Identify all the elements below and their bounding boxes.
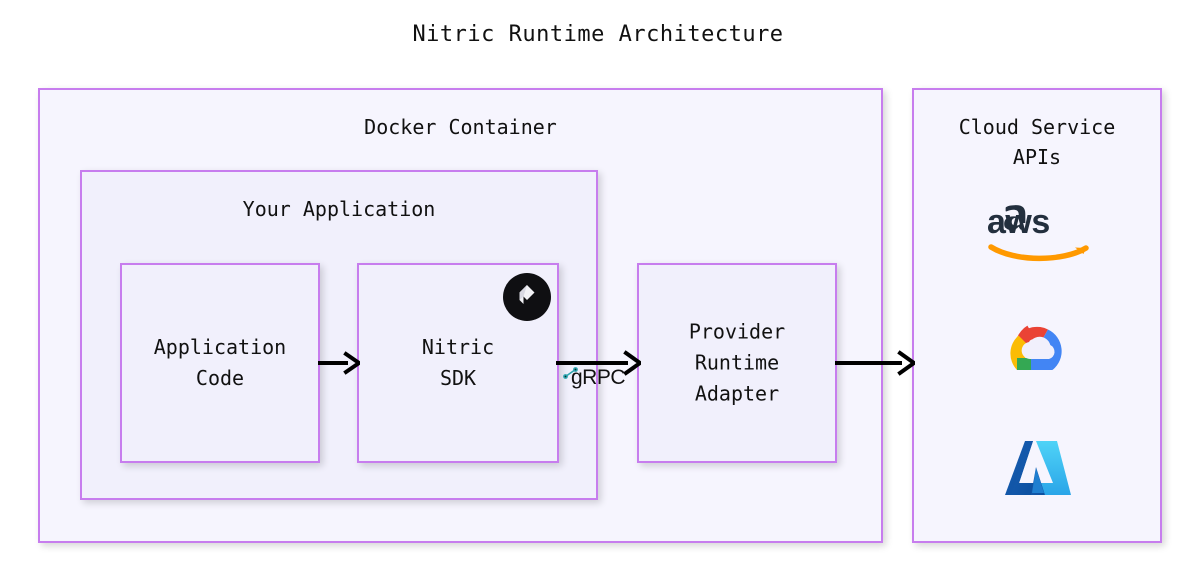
application-code-box: Application Code [120, 263, 320, 463]
your-application-label: Your Application [242, 197, 436, 221]
nitric-logo-icon [503, 273, 551, 321]
provider-runtime-adapter-label: Provider Runtime Adapter [688, 319, 786, 406]
arrow-nitric-sdk-to-provider-adapter [556, 348, 644, 378]
provider-runtime-adapter-box: Provider Runtime Adapter [637, 263, 837, 463]
page-title: Nitric Runtime Architecture [412, 22, 784, 47]
google-cloud-logo-icon [1000, 313, 1076, 383]
docker-container-label: Docker Container [364, 115, 557, 139]
application-code-label: Application Code [153, 335, 287, 390]
grpc-edge-label: gRPC [570, 366, 626, 389]
aws-logo-icon: aws [987, 203, 1091, 265]
svg-text:aws: aws [987, 203, 1050, 241]
cloud-service-apis-label: Cloud Service APIs [958, 115, 1116, 169]
arrow-application-code-to-nitric-sdk [318, 348, 363, 378]
grpc-logo-icon [563, 365, 579, 379]
cloud-service-apis-box: Cloud Service APIs [912, 88, 1162, 543]
arrow-provider-adapter-to-cloud-apis [835, 348, 918, 378]
azure-logo-icon [1005, 435, 1071, 507]
nitric-sdk-label: Nitric SDK [421, 335, 495, 390]
